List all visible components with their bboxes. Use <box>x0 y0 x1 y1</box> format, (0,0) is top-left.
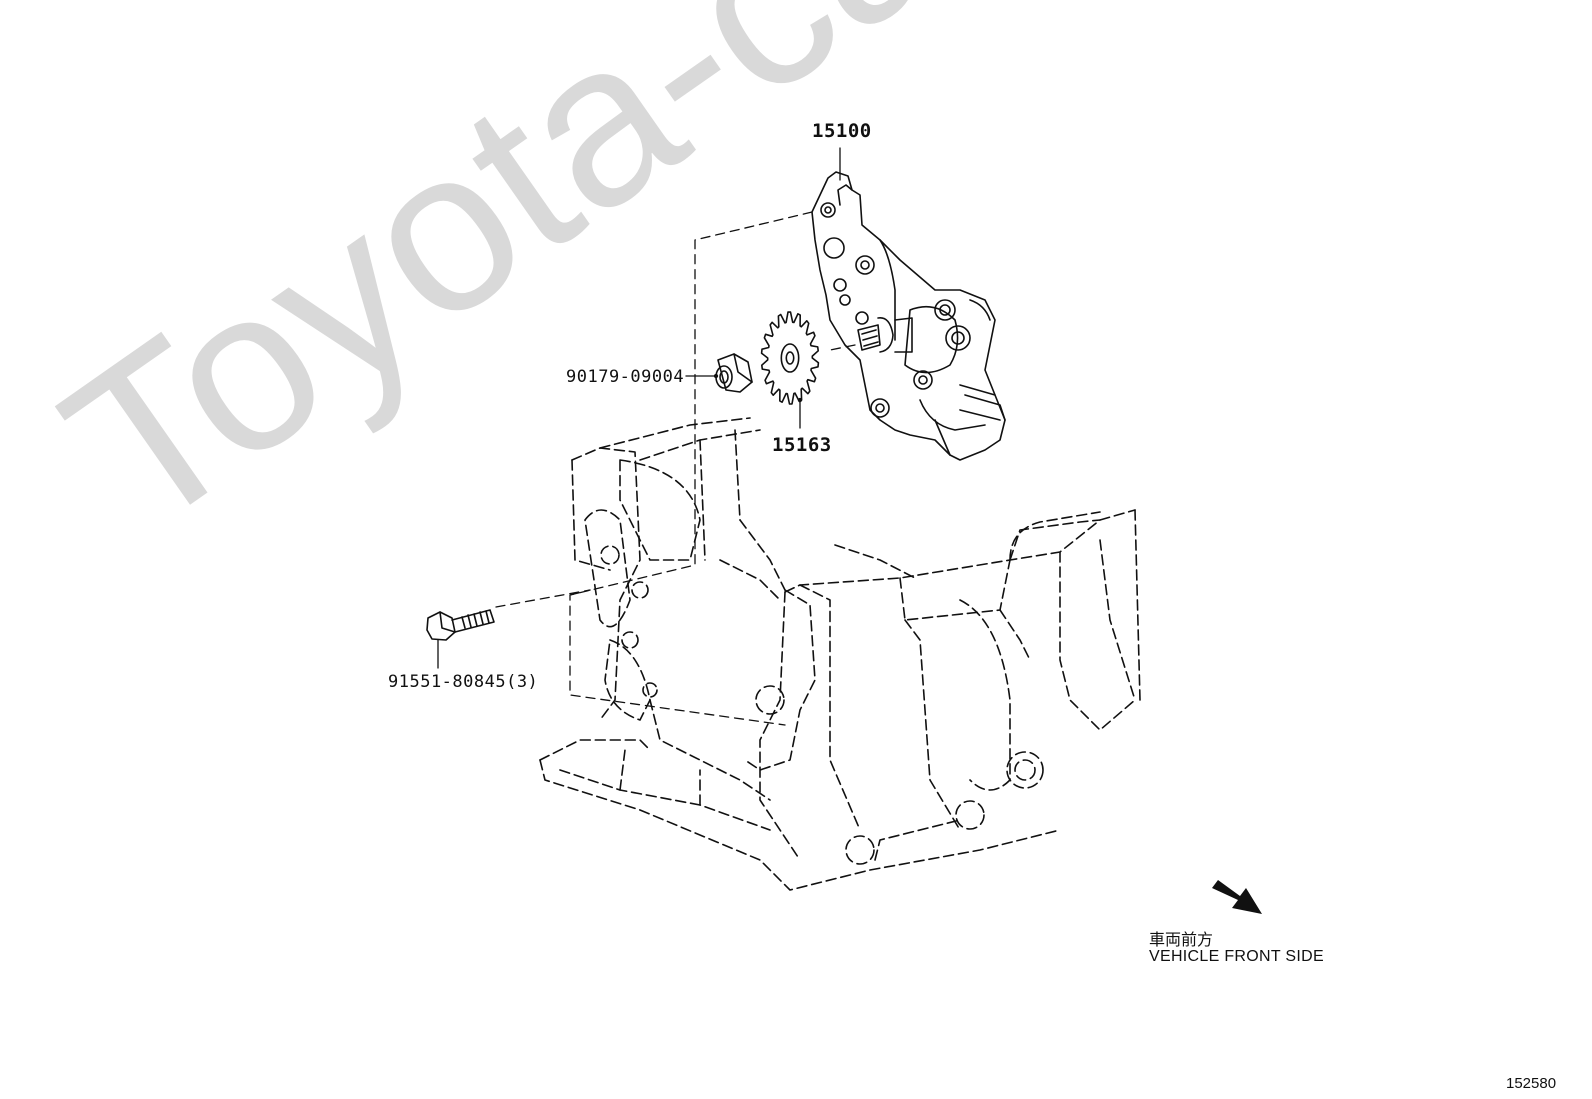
engine-block-outline <box>539 417 1141 891</box>
part-label-bolt: 91551-80845(3) <box>388 672 539 692</box>
sprocket-bore <box>785 351 795 365</box>
arrow-down-right-icon <box>1212 880 1262 914</box>
mounting-bolt <box>426 609 495 641</box>
direction-label-jp: 車両前方 <box>1149 930 1214 949</box>
sprocket-nut <box>715 353 753 393</box>
figure-number: 152580 <box>1506 1075 1557 1092</box>
oil-pump-assembly <box>811 171 1006 461</box>
sprocket-teeth <box>760 311 820 405</box>
leader-lines <box>437 147 841 669</box>
drive-sprocket <box>760 311 820 405</box>
part-label-oil-pump: 15100 <box>812 120 872 142</box>
part-label-nut: 90179-09004 <box>566 367 685 387</box>
alignment-lines <box>495 211 856 726</box>
direction-label-en: VEHICLE FRONT SIDE <box>1149 948 1324 965</box>
sprocket-hub <box>780 343 800 373</box>
part-label-sprocket: 15163 <box>772 434 832 456</box>
